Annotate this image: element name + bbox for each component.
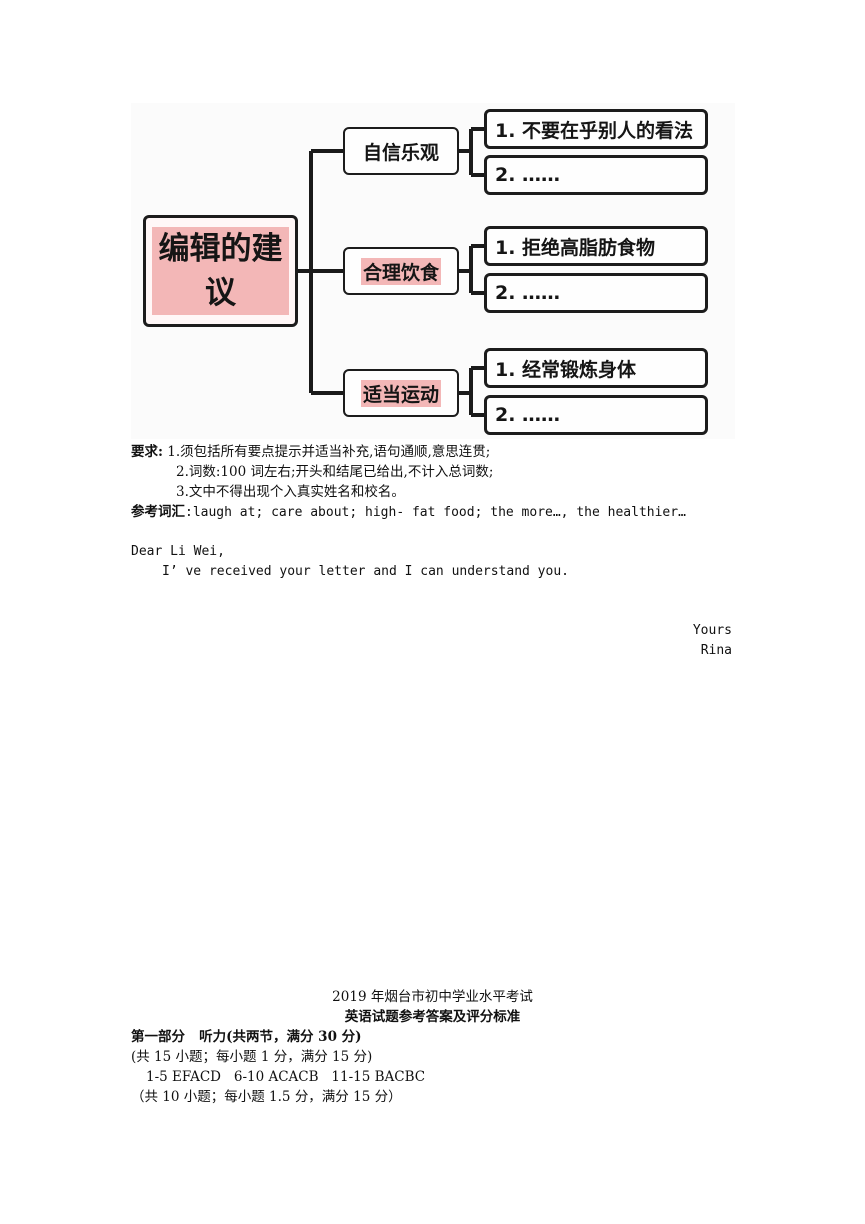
section1-note: (共 15 小题；每小题 1 分，满分 15 分): [131, 1049, 373, 1065]
letter-opening: I’ ve received your letter and I can und…: [162, 564, 569, 579]
category-diet: 合理饮食: [343, 247, 459, 295]
category-label: 适当运动: [360, 379, 441, 407]
answer-subtitle: 英语试题参考答案及评分标准: [344, 1009, 521, 1025]
leaf-label: 2. ……: [495, 164, 561, 186]
leaf-item: 2. ……: [484, 155, 708, 195]
leaf-item: 1. 经常锻炼身体: [484, 348, 708, 388]
leaf-item: 2. ……: [484, 395, 708, 435]
letter-closing: Yours: [692, 623, 732, 638]
mind-map-root-label: 编辑的建议: [152, 227, 289, 315]
leaf-label: 1. 不要在乎别人的看法: [495, 119, 694, 142]
vocab-text: :laugh at; care about; high- fat food; t…: [185, 505, 686, 520]
mind-map-root: 编辑的建议: [143, 215, 298, 327]
requirement-item: 1.须包括所有要点提示并适当补充,语句通顺,意思连贯;: [167, 444, 491, 460]
category-label: 自信乐观: [362, 141, 439, 164]
requirements-line-1: 要求: 1.须包括所有要点提示并适当补充,语句通顺,意思连贯;: [131, 442, 490, 462]
requirement-item: 3.文中不得出现个入真实姓名和校名。: [176, 484, 405, 500]
leaf-label: 2. ……: [495, 404, 561, 426]
requirement-item: 2.词数:100 词左右;开头和结尾已给出,不计入总词数;: [176, 464, 494, 480]
part1-heading: 第一部分 听力(共两节，满分 30 分): [131, 1029, 362, 1045]
vocab-heading: 参考词汇: [131, 504, 185, 520]
leaf-label: 2. ……: [495, 282, 561, 304]
leaf-item: 2. ……: [484, 273, 708, 313]
leaf-label: 1. 拒绝高脂肪食物: [495, 236, 656, 259]
leaf-label: 1. 经常锻炼身体: [495, 358, 637, 381]
category-label: 合理饮食: [360, 257, 441, 285]
category-exercise: 适当运动: [343, 369, 459, 417]
requirements-heading: 要求:: [131, 444, 163, 460]
answer-title: 2019 年烟台市初中学业水平考试: [332, 989, 533, 1005]
leaf-item: 1. 拒绝高脂肪食物: [484, 226, 708, 266]
category-confidence: 自信乐观: [343, 127, 459, 175]
section2-note: （共 10 小题；每小题 1.5 分，满分 15 分）: [131, 1089, 402, 1105]
leaf-item: 1. 不要在乎别人的看法: [484, 109, 708, 149]
mind-map: 编辑的建议 自信乐观 1. 不要在乎别人的看法 2. …… 合理饮食 1. 拒绝…: [131, 103, 735, 439]
letter-signature: Rina: [700, 643, 732, 658]
vocab-line: 参考词汇:laugh at; care about; high- fat foo…: [131, 502, 686, 523]
section1-answers: 1-5 EFACD 6-10 ACACB 11-15 BACBC: [146, 1069, 426, 1085]
mind-map-connectors: [298, 127, 484, 417]
letter-salutation: Dear Li Wei,: [131, 544, 225, 559]
